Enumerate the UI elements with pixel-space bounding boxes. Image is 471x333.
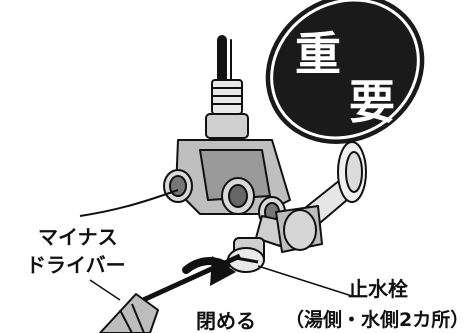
screwdriver-label-line1: マイナス <box>38 225 118 249</box>
close-direction-arrow <box>182 256 236 286</box>
cable <box>79 189 179 217</box>
important-badge: 重 要 <box>265 0 425 144</box>
badge-char-2: 要 <box>349 75 395 129</box>
screwdriver-leader-line <box>89 279 121 301</box>
stop-valve-leader-line <box>257 265 353 297</box>
stop-valve-note: （湯側・水側2カ所） <box>285 308 469 331</box>
close-label: 閉める <box>196 309 256 333</box>
stop-valve-label: 止水栓 <box>348 277 408 301</box>
badge-char-1: 重 <box>295 27 341 81</box>
stop-valve <box>227 141 367 273</box>
screwdriver-label-line2: ドライバー <box>26 253 126 277</box>
